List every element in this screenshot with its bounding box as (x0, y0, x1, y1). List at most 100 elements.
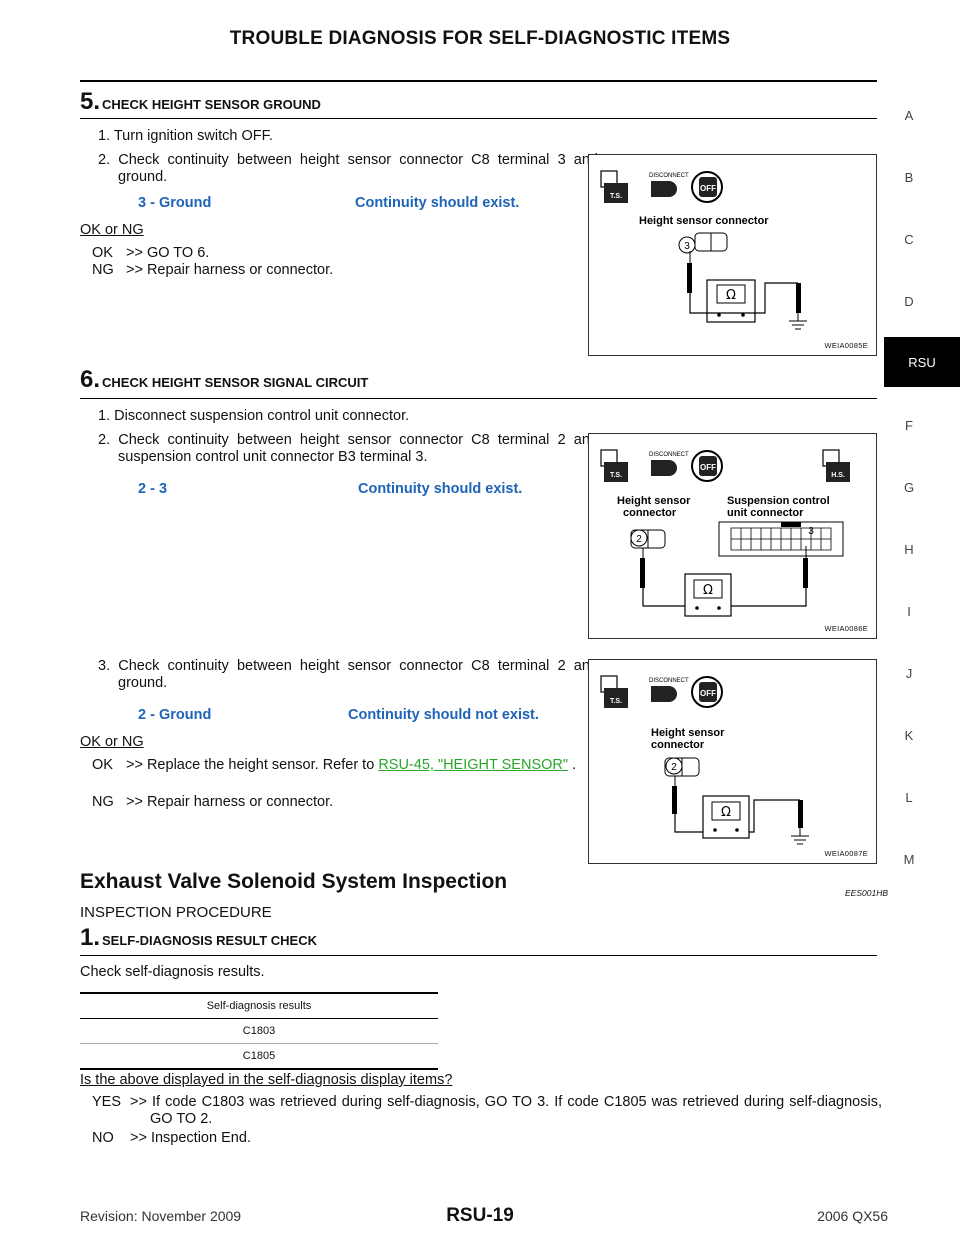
connector-label: unit connector (727, 507, 804, 519)
spec-result: Continuity should not exist. (348, 707, 539, 723)
off-label: OFF (700, 463, 716, 472)
ohmmeter-symbol: Ω (721, 805, 731, 820)
ok-or-ng-label: OK or NG (80, 734, 144, 750)
disconnect-label: DISCONNECT (649, 452, 689, 458)
instruction: 3. Check continuity between height senso… (98, 658, 598, 691)
connector-label: Height sensor (617, 495, 691, 507)
terminal-label: 3 (684, 241, 690, 252)
figure-id: WEIA0085E (824, 341, 868, 350)
side-index-item[interactable]: D (904, 294, 914, 309)
spec-terminals: 2 - Ground (138, 707, 212, 723)
page-title: TROUBLE DIAGNOSIS FOR SELF-DIAGNOSTIC IT… (229, 28, 731, 49)
step-rule (80, 398, 877, 399)
header-rule (80, 80, 877, 82)
instruction: 1. Disconnect suspension control unit co… (98, 408, 410, 424)
no-response: NO >> Inspection End. (92, 1130, 251, 1147)
hs-icon-text: H.S. (831, 472, 845, 479)
connector-label: Suspension control (727, 495, 830, 507)
ohmmeter-symbol: Ω (703, 583, 713, 598)
side-index-item[interactable]: I (907, 604, 911, 619)
figure-id: WEIA0086E (824, 624, 868, 633)
ts-icon-text: T.S. (610, 193, 622, 200)
model-name: 2006 QX56 (817, 1208, 888, 1224)
connector-label: connector (623, 507, 677, 519)
side-index-item-active[interactable]: RSU (884, 337, 960, 387)
step-title: SELF-DIAGNOSIS RESULT CHECK (102, 933, 318, 948)
revision-date: Revision: November 2009 (80, 1208, 242, 1224)
instruction: 2. Check continuity between height senso… (98, 152, 598, 185)
terminal-label: 2 (671, 762, 677, 773)
instruction: 2. Check continuity between height senso… (98, 432, 598, 465)
ok-or-ng-label: OK or NG (80, 222, 144, 238)
off-label: OFF (700, 184, 716, 193)
terminal-label: 2 (636, 534, 642, 545)
figure-signal-short-to-ground: T.S. DISCONNECT OFF Height sensor connec… (588, 659, 877, 864)
wiring-diagram-2: T.S. DISCONNECT OFF H.S. Height sensor c… (600, 449, 850, 617)
section-subtitle: INSPECTION PROCEDURE (80, 904, 272, 921)
response-text: >> Replace the height sensor. Refer to (126, 757, 379, 773)
side-index-item[interactable]: C (904, 232, 914, 247)
side-index-item[interactable]: B (904, 170, 914, 185)
terminal-label: 3 (808, 526, 814, 537)
disconnect-label: DISCONNECT (649, 678, 689, 684)
ng-response: NG >> Repair harness or connector. (92, 262, 333, 279)
side-index-item[interactable]: J (905, 666, 913, 681)
instruction: Check self-diagnosis results. (80, 964, 265, 980)
response-key: NG (92, 262, 114, 278)
response-text: >> Repair harness or connector. (126, 794, 334, 810)
ts-icon-text: T.S. (610, 698, 622, 705)
figure-id: WEIA0087E (824, 849, 868, 858)
figure-signal-circuit: T.S. DISCONNECT OFF H.S. Height sensor c… (588, 433, 877, 639)
self-diagnosis-table: Self-diagnosis results C1803 C1805 (80, 992, 438, 1070)
table-cell: C1803 (80, 1018, 438, 1044)
step-rule (80, 118, 877, 119)
ng-response: NG >> Repair harness or connector. (92, 794, 333, 811)
spec-result: Continuity should exist. (358, 481, 523, 497)
ok-response: OK >> GO TO 6. (92, 245, 209, 262)
response-key: YES (92, 1094, 122, 1110)
response-key: NG (92, 794, 114, 810)
spec-terminals: 3 - Ground (138, 195, 212, 211)
yes-response: YES >> If code C1803 was retrieved durin… (92, 1094, 882, 1128)
side-index-item[interactable]: H (904, 542, 914, 557)
side-index-item[interactable]: M (903, 852, 915, 867)
spec-terminals: 2 - 3 (138, 481, 168, 497)
side-index-item[interactable]: G (903, 480, 915, 495)
step-6-heading: 6. CHECK HEIGHT SENSOR SIGNAL CIRCUIT (80, 366, 368, 394)
disconnect-label: DISCONNECT (649, 173, 689, 179)
connector-label: Height sensor connector (639, 215, 769, 227)
side-index-item[interactable]: A (904, 108, 914, 123)
step-1-heading: 1. SELF-DIAGNOSIS RESULT CHECK (80, 924, 317, 952)
figure-height-sensor-ground: T.S. DISCONNECT OFF Height sensor connec… (588, 154, 877, 356)
section-code: EES001HB (845, 888, 888, 898)
reference-link[interactable]: RSU-45, "HEIGHT SENSOR" (378, 757, 569, 773)
page-number: RSU-19 (446, 1205, 514, 1226)
step-number: 6. (80, 366, 101, 393)
response-text: >> Inspection End. (130, 1130, 251, 1146)
side-index-item[interactable]: K (904, 728, 914, 743)
step-5-heading: 5. CHECK HEIGHT SENSOR GROUND (80, 88, 321, 116)
step-number: 1. (80, 924, 101, 951)
question: Is the above displayed in the self-diagn… (80, 1072, 453, 1088)
response-text: >> Repair harness or connector. (126, 262, 334, 278)
wiring-diagram-3: T.S. DISCONNECT OFF Height sensor connec… (600, 675, 809, 845)
off-label: OFF (700, 689, 716, 698)
table-cell: C1805 (80, 1043, 438, 1070)
step-title: CHECK HEIGHT SENSOR SIGNAL CIRCUIT (102, 375, 369, 390)
step-number: 5. (80, 88, 101, 115)
connector-label: Height sensor (651, 727, 725, 739)
side-index-item[interactable]: F (905, 418, 913, 433)
step-rule (80, 955, 877, 956)
ts-icon-text: T.S. (610, 472, 622, 479)
response-key: OK (92, 245, 113, 261)
response-key: OK (92, 757, 113, 773)
side-index-item[interactable]: L (905, 790, 913, 805)
ohmmeter-symbol: Ω (726, 288, 736, 303)
response-text: >> If code C1803 was retrieved during se… (130, 1094, 882, 1127)
response-text: >> GO TO 6. (126, 245, 210, 261)
step-title: CHECK HEIGHT SENSOR GROUND (102, 97, 321, 112)
table-header: Self-diagnosis results (80, 992, 438, 1019)
response-key: NO (92, 1130, 114, 1146)
instruction: 1. Turn ignition switch OFF. (98, 128, 273, 144)
section-title: Exhaust Valve Solenoid System Inspection (80, 870, 508, 893)
